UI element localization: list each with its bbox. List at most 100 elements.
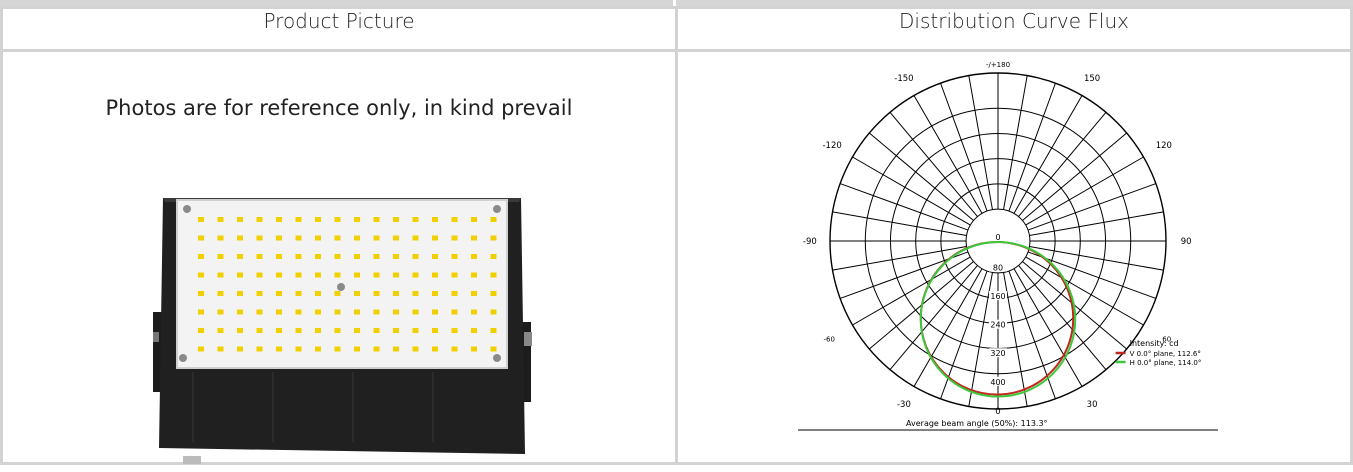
led-chip (412, 309, 419, 315)
product-cell: Photos are for reference only, in kind p… (0, 49, 678, 465)
angle-label: 120 (1156, 141, 1172, 151)
led-chip (334, 309, 341, 315)
polar-spoke (1025, 256, 1144, 326)
led-chip (471, 235, 477, 241)
led-chip (295, 235, 302, 241)
legend-title: Intensity: cd (1130, 339, 1179, 348)
led-chip (237, 328, 243, 333)
led-chip (373, 346, 380, 352)
led-chip (315, 328, 321, 333)
polar-spoke (940, 82, 988, 212)
led-chip (217, 254, 224, 259)
legend-entry: V 0.0° plane, 112.6° (1130, 350, 1201, 358)
led-chip (237, 291, 243, 296)
led-chip (198, 309, 204, 315)
polar-spoke (913, 95, 983, 214)
led-chip (393, 309, 399, 315)
series-curve (919, 241, 1077, 398)
led-chip (276, 272, 282, 278)
angle-label: -60 (824, 335, 835, 343)
led-chip (334, 235, 341, 241)
polar-spoke (1003, 272, 1028, 407)
led-chip (471, 254, 477, 259)
led-chip (295, 217, 302, 222)
polar-spoke (1013, 268, 1083, 387)
led-chip (471, 217, 477, 222)
led-chip (471, 328, 477, 333)
led-chip (451, 309, 458, 315)
led-chip (432, 291, 438, 296)
led-chip (393, 272, 399, 278)
led-chip (373, 235, 380, 241)
led-chip (198, 272, 204, 278)
led-chip (354, 235, 360, 241)
led-chip (295, 291, 302, 296)
led-chip (471, 346, 477, 352)
led-chip (334, 272, 341, 278)
led-chip (198, 346, 204, 352)
header-product-picture: Product Picture (0, 6, 678, 52)
led-chip (237, 254, 243, 259)
polar-spoke (852, 256, 971, 326)
led-chip (315, 235, 321, 241)
led-chip (276, 346, 282, 352)
polar-spoke (832, 211, 967, 236)
led-chip (334, 346, 341, 352)
led-chip (354, 291, 360, 296)
led-chip (451, 291, 458, 296)
led-chip (237, 217, 243, 222)
led-chip (393, 254, 399, 259)
angle-label: -90 (803, 237, 817, 247)
polar-spoke (868, 132, 974, 221)
led-chip (198, 291, 204, 296)
polar-spoke (913, 268, 983, 387)
led-chip (256, 254, 263, 259)
led-chip (471, 291, 477, 296)
led-chip (295, 346, 302, 352)
polar-spoke (1027, 183, 1157, 231)
led-chip (451, 217, 458, 222)
polar-spoke (1003, 75, 1028, 210)
led-chip (373, 254, 380, 259)
polar-spoke (889, 265, 978, 371)
led-chip (334, 328, 341, 333)
led-chip (334, 254, 341, 259)
led-chip (490, 346, 497, 352)
led-chip (217, 217, 224, 222)
polar-spoke (1013, 95, 1083, 214)
led-chip (432, 254, 438, 259)
polar-spoke (1022, 132, 1128, 221)
led-chip (471, 309, 477, 315)
led-chip (471, 272, 477, 278)
led-chip (393, 217, 399, 222)
polar-spoke (1008, 270, 1056, 400)
led-chip (373, 328, 380, 333)
led-chip (451, 254, 458, 259)
led-chip (451, 272, 458, 278)
led-chip (315, 291, 321, 296)
led-chip (373, 309, 380, 315)
polar-distribution-chart: 030-3060-6090-90120-120150-150-/+1800801… (798, 61, 1218, 431)
led-chip (412, 217, 419, 222)
led-chip (412, 254, 419, 259)
led-chip (334, 217, 341, 222)
led-chip (490, 291, 497, 296)
led-chip (354, 217, 360, 222)
radial-label: 160 (990, 292, 1005, 301)
led-chip (490, 272, 497, 278)
led-chip (490, 254, 497, 259)
radial-label-bg (989, 291, 1007, 301)
polar-spoke (968, 75, 993, 210)
radial-label-bg (989, 376, 1007, 386)
led-chip (393, 235, 399, 241)
led-chip (373, 217, 380, 222)
angle-label: 150 (1084, 74, 1100, 84)
led-chip (334, 291, 341, 296)
led-chip (256, 309, 263, 315)
led-chip (432, 235, 438, 241)
radial-label: 0 (995, 233, 1000, 242)
led-chip (237, 309, 243, 315)
product-caption: Photos are for reference only, in kind p… (105, 96, 573, 120)
led-chip (432, 272, 438, 278)
led-chip (295, 328, 302, 333)
